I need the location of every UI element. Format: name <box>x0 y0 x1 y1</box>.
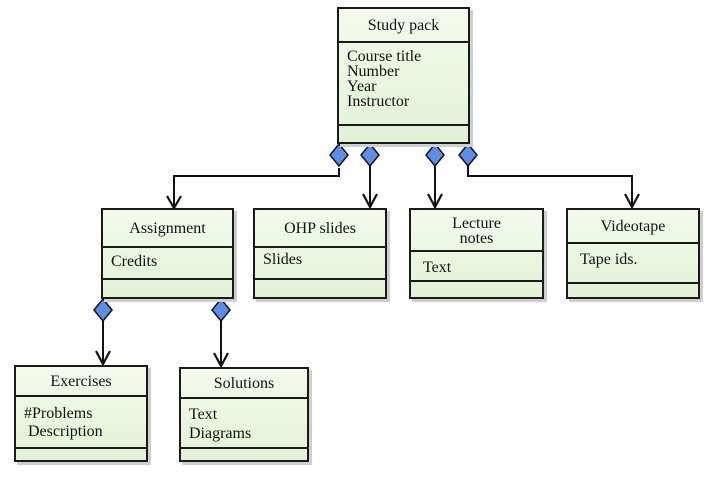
class-title-line: Lecture <box>452 215 501 232</box>
class-attributes: Text Diagrams <box>181 397 307 449</box>
aggregation-diamond-icon <box>458 142 478 168</box>
class-exercises[interactable]: Exercises #Problems Description <box>14 365 148 462</box>
class-title: Videotape <box>568 210 698 244</box>
attribute: Credits <box>111 253 158 270</box>
attribute: Description <box>24 423 103 440</box>
arrowhead-icon <box>95 350 111 367</box>
aggregation-diamond-icon <box>329 142 349 168</box>
aggregation-diamond-icon <box>211 297 231 323</box>
connector-line <box>467 166 633 207</box>
arrowhead-icon <box>362 193 378 210</box>
class-videotape[interactable]: Videotape Tape ids. <box>566 208 700 299</box>
attribute: Diagrams <box>189 425 252 442</box>
class-ohp-slides[interactable]: OHP slides Slides <box>253 208 387 299</box>
class-attributes: Tape ids. <box>568 242 698 284</box>
connector-studypack-ohpslides <box>360 142 380 210</box>
class-title: Assignment <box>103 210 232 248</box>
class-attributes: Credits <box>103 246 232 280</box>
attribute: Number <box>347 63 400 80</box>
attribute: Year <box>347 78 377 95</box>
class-attributes: Course title Number Year Instructor <box>339 41 468 126</box>
arrowhead-icon <box>213 352 229 369</box>
class-lecture-notes[interactable]: Lecture notes Text <box>409 208 544 299</box>
attribute: Course title <box>347 48 422 65</box>
connector-line <box>173 168 340 207</box>
attribute: Text <box>189 406 218 423</box>
class-assignment[interactable]: Assignment Credits <box>101 208 234 299</box>
class-attributes: Text <box>411 252 542 282</box>
aggregation-diamond-icon <box>93 297 113 323</box>
class-solutions[interactable]: Solutions Text Diagrams <box>179 367 309 462</box>
aggregation-diamond-icon <box>425 142 445 168</box>
class-title: OHP slides <box>255 210 385 248</box>
connector-assignment-exercises <box>93 297 113 367</box>
arrowhead-icon <box>624 193 640 210</box>
attribute: Tape ids. <box>580 251 638 268</box>
attribute: #Problems <box>24 405 93 422</box>
class-attributes: Slides <box>255 246 385 280</box>
class-attributes: #Problems Description <box>16 395 146 449</box>
class-title-line: notes <box>459 230 494 247</box>
connector-studypack-assignment <box>166 142 349 211</box>
connector-studypack-videotape <box>458 142 640 210</box>
class-title: Study pack <box>339 9 468 43</box>
attribute: Text <box>423 259 452 276</box>
attribute: Slides <box>263 251 303 268</box>
connector-studypack-lecturenotes <box>425 142 445 210</box>
aggregation-diamond-icon <box>360 142 380 168</box>
class-title: Exercises <box>16 367 146 397</box>
arrowhead-icon <box>427 193 443 210</box>
class-study-pack[interactable]: Study pack Course title Number Year Inst… <box>337 7 470 144</box>
attribute: Instructor <box>347 93 410 110</box>
class-title: Solutions <box>181 369 307 399</box>
connector-assignment-solutions <box>211 297 231 369</box>
class-title: Lecture notes <box>411 210 542 252</box>
